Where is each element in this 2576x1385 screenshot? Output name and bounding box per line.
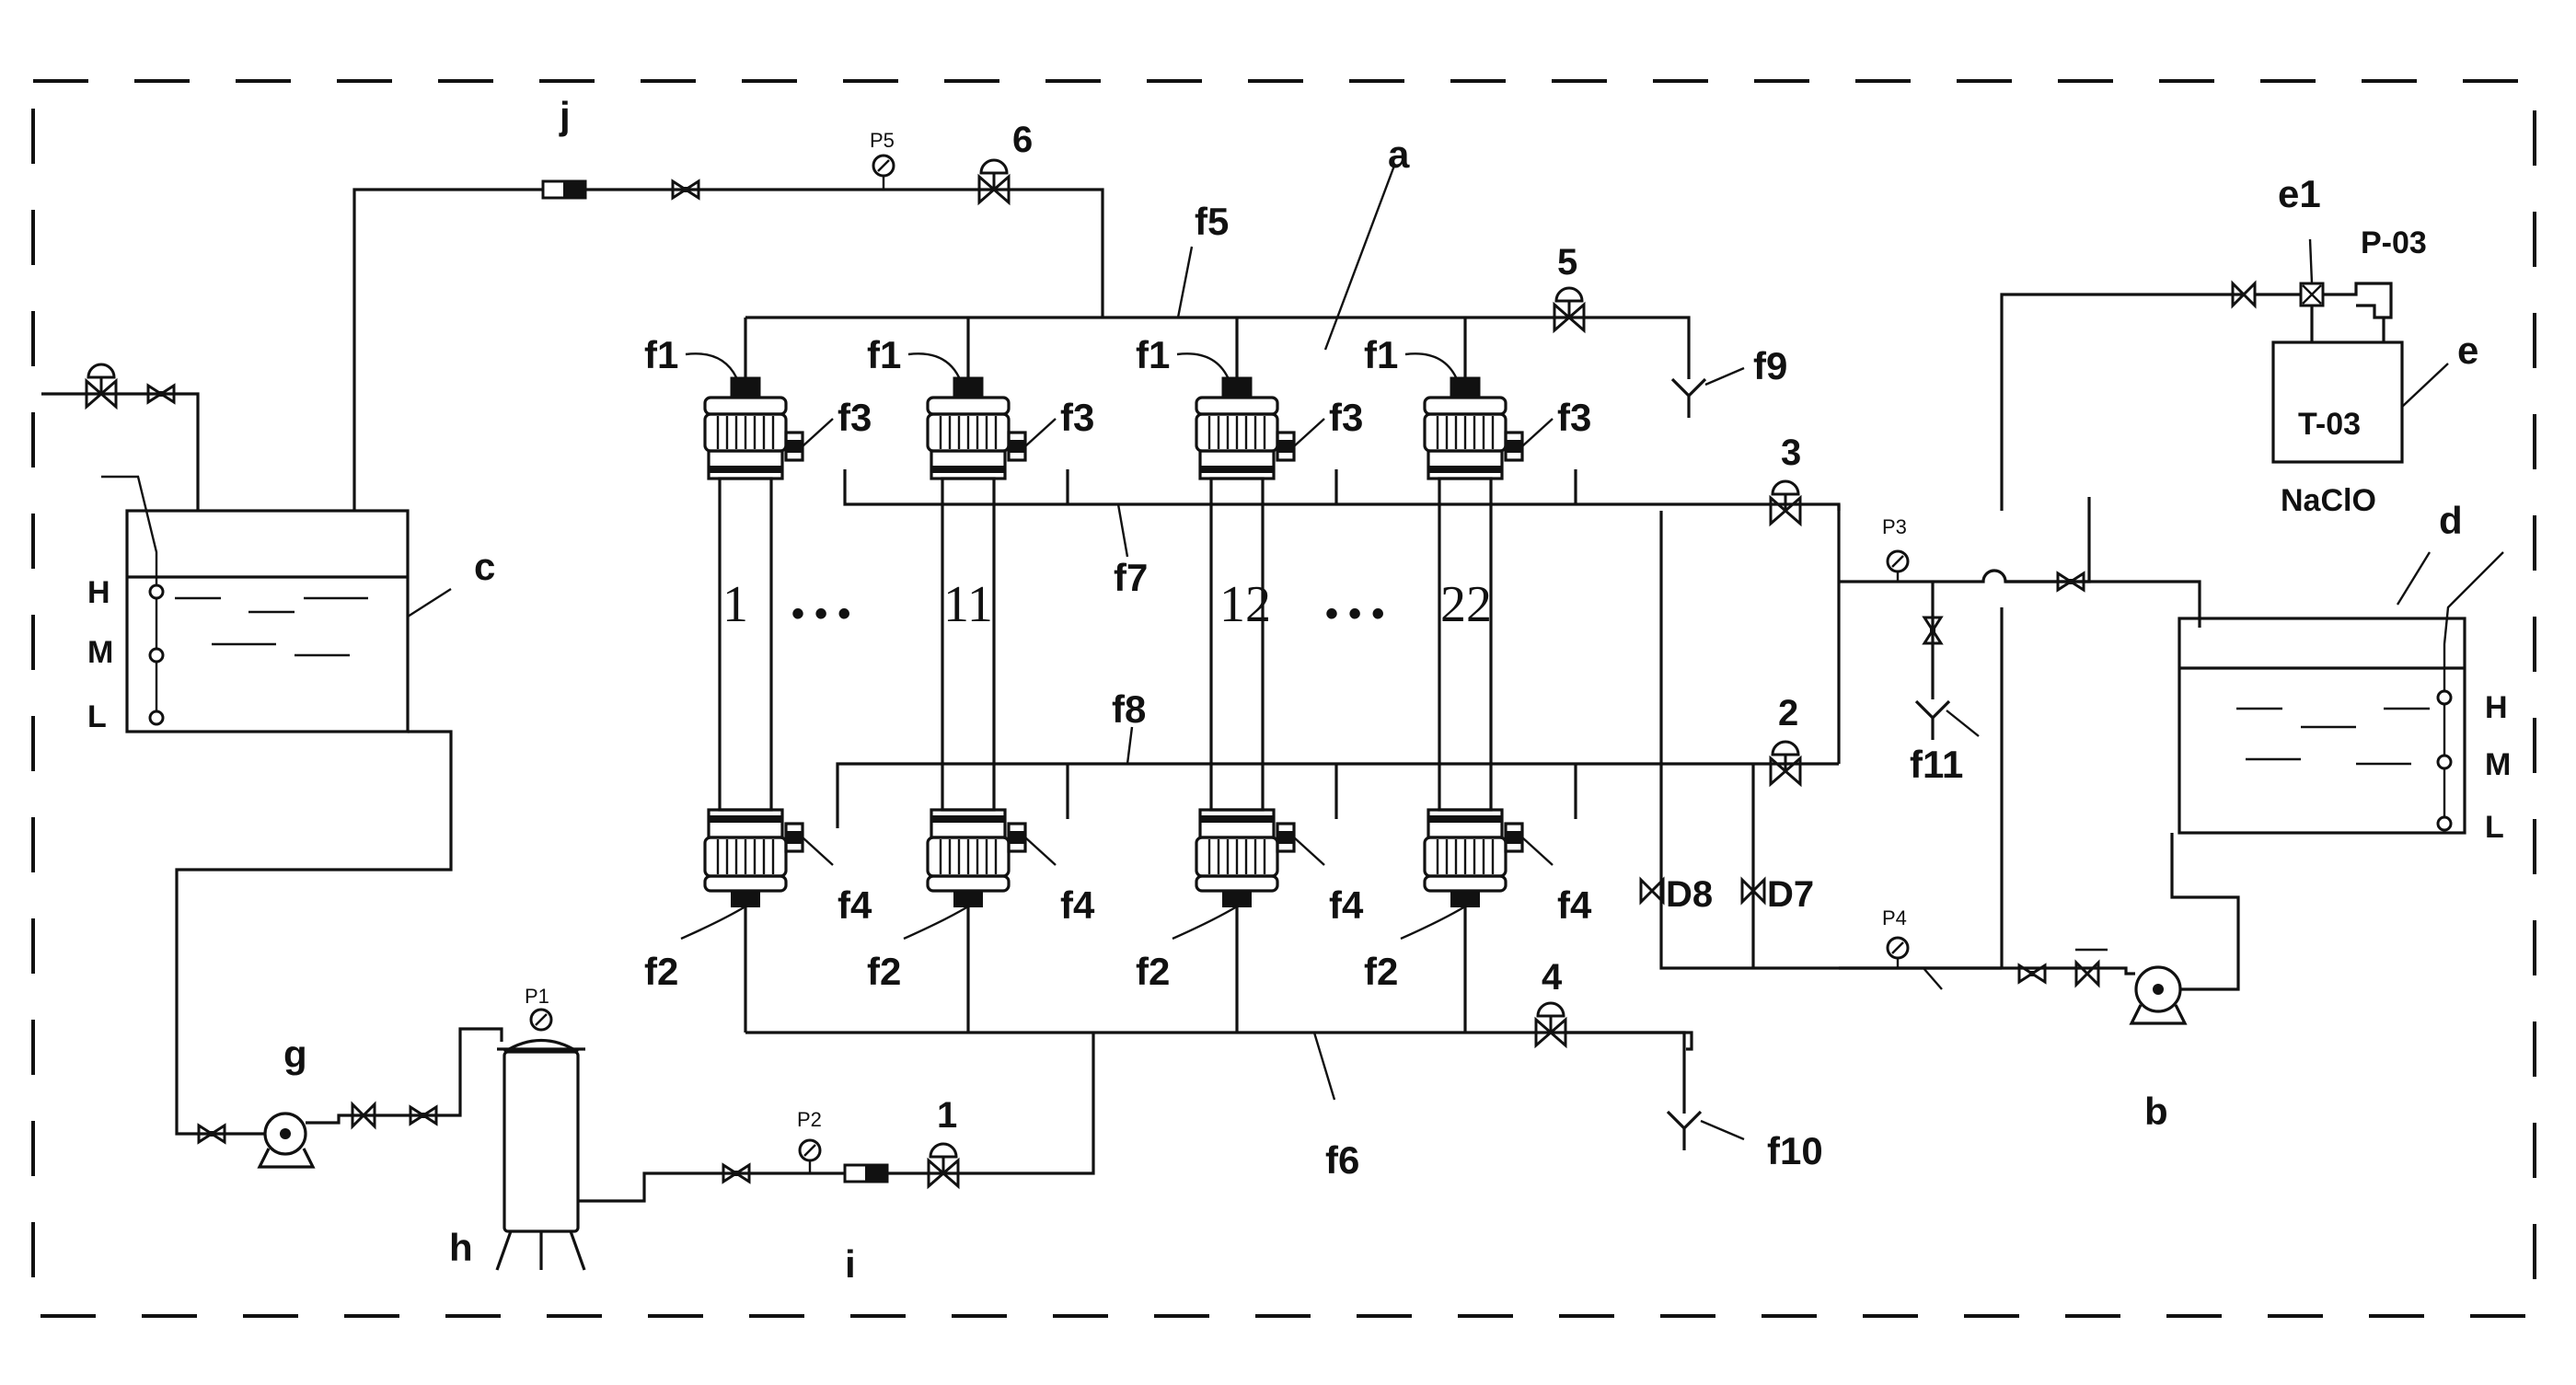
valve-2-label: 2	[1778, 693, 1798, 733]
raw-tank-level-h: H	[87, 575, 110, 610]
dosing-tank	[2271, 340, 2404, 464]
prefilter	[495, 1038, 586, 1271]
dosing-valve-e1[interactable]	[2299, 282, 2325, 307]
port-f4-label: f4	[1557, 883, 1592, 927]
dosing-valve-label: e1	[2278, 172, 2321, 215]
drain-f11	[1914, 699, 1951, 742]
chemical-label: NaClO	[2281, 483, 2376, 518]
gauge-p5-label: P4	[1882, 906, 1907, 929]
dosing-pump-label: P-03	[2361, 225, 2427, 260]
valve-4-label: 4	[1542, 957, 1563, 998]
module-12-label: 12	[1219, 576, 1271, 633]
valve-3[interactable]	[1769, 479, 1802, 525]
raw-water-tank	[101, 475, 410, 733]
port-f3-label: f3	[1557, 396, 1591, 439]
port-f3-label: f3	[837, 396, 872, 439]
valve-6[interactable]	[977, 158, 1011, 204]
product-tank	[2177, 551, 2504, 835]
line-f8-label: f8	[1112, 687, 1146, 731]
backwash-check-valve[interactable]	[2074, 961, 2100, 987]
membrane-module-12	[1172, 317, 1325, 1033]
drain-f10-label: f10	[1767, 1129, 1823, 1172]
drain-f11-label: f11	[1910, 743, 1963, 786]
product-tank-level-m: M	[2485, 747, 2511, 782]
valve-5-label: 5	[1557, 242, 1577, 283]
port-f4-label: f4	[837, 883, 872, 927]
membrane-array-label: a	[1388, 133, 1410, 176]
prefilter-label: h	[449, 1226, 473, 1269]
valve-4[interactable]	[1534, 1001, 1567, 1047]
valve-5[interactable]	[1553, 286, 1586, 332]
feed-flowmeter-label: i	[845, 1242, 856, 1286]
drain-f10	[1666, 1110, 1703, 1152]
gauge-p1-label: P1	[525, 985, 549, 1008]
line-f7-label: f7	[1114, 556, 1148, 599]
drain-f9	[1670, 377, 1707, 420]
product-tank-level-h: H	[2485, 690, 2508, 725]
port-f1-label: f1	[1136, 333, 1170, 376]
line-f6-label: f6	[1325, 1138, 1359, 1182]
module-ellipsis-right: • • •	[1325, 594, 1384, 634]
port-f4-label: f4	[1060, 883, 1095, 927]
port-f2-label: f2	[644, 950, 678, 993]
gauge-p3	[1886, 549, 1910, 573]
gauge-p2	[798, 1138, 822, 1162]
drain-f9-label: f9	[1753, 344, 1787, 387]
raw-tank-label: c	[474, 545, 495, 588]
system-boundary	[31, 79, 2536, 1318]
concentrate-flowmeter-label: j	[559, 94, 571, 137]
gauge-p4	[872, 154, 895, 178]
module-11-label: 11	[943, 576, 993, 633]
module-22-label: 22	[1440, 576, 1492, 633]
module-1-label: 1	[722, 576, 748, 633]
feed-pump-label: g	[283, 1033, 307, 1076]
valve-2[interactable]	[1769, 740, 1802, 786]
feed-pump[interactable]	[257, 1112, 316, 1169]
gauge-p3-label: P3	[1882, 515, 1907, 538]
raw-tank-level-m: M	[87, 635, 113, 670]
valve-1-label: 1	[937, 1095, 957, 1136]
backwash-pump-label: b	[2144, 1090, 2168, 1133]
gauge-p4-label: P5	[870, 129, 895, 152]
raw-tank-level-l: L	[87, 699, 107, 734]
membrane-module-11	[903, 317, 1057, 1033]
port-f1-label: f1	[867, 333, 901, 376]
module-ellipsis-left: • • •	[791, 594, 850, 634]
line-f5-label: f5	[1195, 200, 1229, 243]
port-f2-label: f2	[867, 950, 901, 993]
product-tank-label: d	[2439, 499, 2463, 542]
port-f3-label: f3	[1329, 396, 1363, 439]
port-f2-label: f2	[1364, 950, 1398, 993]
port-f3-label: f3	[1060, 396, 1094, 439]
gauge-p5	[1886, 936, 1910, 960]
valve-6-label: 6	[1012, 120, 1033, 160]
dosing-tank-label: T-03	[2298, 407, 2361, 442]
valve-3-label: 3	[1781, 433, 1801, 473]
valve-d7-label: D7	[1767, 874, 1814, 915]
valve-1[interactable]	[927, 1142, 960, 1188]
gauge-p2-label: P2	[797, 1108, 822, 1131]
membrane-module-22	[1400, 317, 1554, 1033]
dosing-unit-label: e	[2457, 329, 2478, 372]
port-f4-label: f4	[1329, 883, 1364, 927]
membrane-module-1	[680, 317, 834, 1033]
port-f2-label: f2	[1136, 950, 1170, 993]
product-tank-level-l: L	[2485, 810, 2504, 845]
port-f1-label: f1	[644, 333, 678, 376]
port-f1-label: f1	[1364, 333, 1398, 376]
raw-inlet-control-valve[interactable]	[85, 363, 118, 409]
gauge-p1	[529, 1008, 553, 1032]
backwash-pump[interactable]	[2129, 965, 2188, 1025]
valve-d8-label: D8	[1666, 874, 1713, 915]
